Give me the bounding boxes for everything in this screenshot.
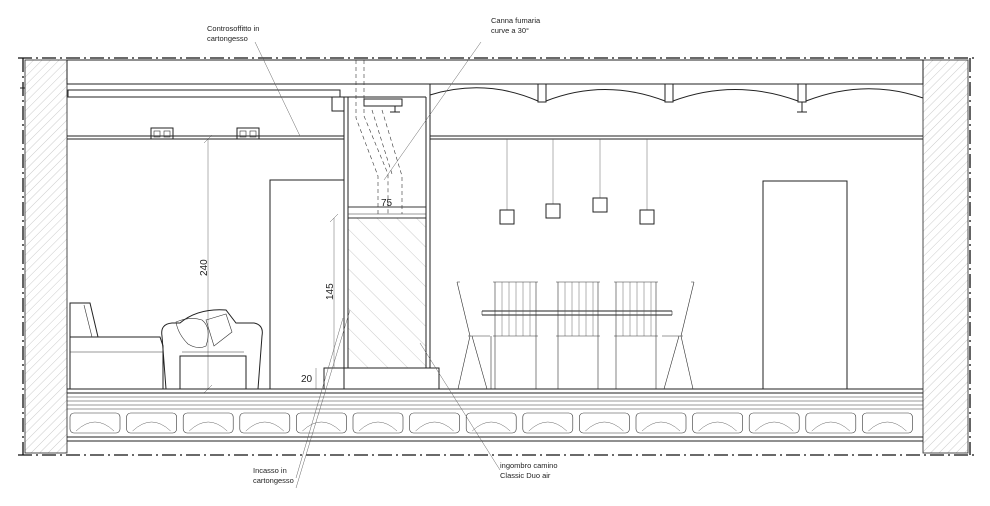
fireplace-label: ingombro camino Classic Duo air (500, 461, 558, 480)
dim-20: 20 (301, 374, 313, 385)
floor-block-arch (302, 421, 341, 432)
pendant-lamps (499, 139, 655, 225)
floor-block (69, 412, 121, 434)
dimension-base-20: 20 (301, 368, 317, 389)
floor-block-arch (585, 421, 624, 432)
spot-light-1 (150, 127, 174, 140)
boundary-lines (18, 57, 975, 456)
floor-block-arch (472, 421, 511, 432)
flue-pipe (355, 60, 403, 214)
floor-block-arch (132, 421, 171, 432)
flue-label: Canna fumaria curve a 30° (491, 16, 541, 35)
floor-block (409, 412, 460, 434)
dining-chairs (456, 281, 695, 390)
fireplace-label-line2: Classic Duo air (500, 471, 551, 480)
floor-block (352, 412, 404, 434)
floor-block-arch (358, 421, 398, 432)
floor-block (635, 412, 687, 434)
sofa (69, 302, 164, 389)
dining-table (481, 310, 673, 316)
floor-block-arch (415, 421, 454, 432)
flue-label-line2: curve a 30° (491, 26, 529, 35)
recess-label-line1: Incasso in (253, 466, 287, 475)
floor-block (182, 412, 234, 434)
dim-75: 75 (381, 198, 393, 209)
fireplace-box (323, 206, 440, 390)
floor-block-arch (811, 421, 850, 432)
dim-145: 145 (325, 283, 336, 300)
floor-block-arch (189, 421, 228, 432)
ceiling-label: Controsoffitto in cartongesso (207, 24, 259, 43)
recess-label: Incasso in cartongesso (253, 466, 294, 485)
armchair (161, 309, 263, 390)
fireplace-label-line1: ingombro camino (500, 461, 558, 470)
floor-block (465, 412, 517, 434)
floor-block (579, 412, 630, 434)
floor-block (862, 412, 913, 434)
flue-label-line1: Canna fumaria (491, 16, 541, 25)
dimension-width: 75 (348, 198, 426, 209)
floor-block-arch (698, 421, 737, 432)
floor-block (805, 412, 857, 434)
floor-block-arch (755, 421, 794, 432)
floor-block-arch (528, 421, 567, 432)
floor-block (692, 412, 743, 434)
ceiling-label-line2: cartongesso (207, 34, 248, 43)
floor-block (522, 412, 574, 434)
floor-block-arch (641, 421, 681, 432)
ceiling-label-line1: Controsoffitto in (207, 24, 259, 33)
dimension-height-145: 145 (325, 213, 339, 368)
spot-light-2 (236, 127, 260, 140)
right-wall (922, 59, 969, 454)
left-wall (20, 59, 68, 454)
recess-label-line2: cartongesso (253, 476, 294, 485)
floor-blocks (69, 412, 913, 434)
ceiling-vaults (429, 83, 924, 113)
floor-block (748, 412, 800, 434)
floor-block-arch (75, 421, 115, 432)
dim-240: 240 (199, 259, 210, 276)
floor-block-arch (868, 421, 907, 432)
right-door (762, 180, 848, 390)
floor-slab (67, 388, 923, 442)
leader-lines (254, 41, 501, 489)
upper-slab (66, 59, 924, 85)
floor-block (296, 412, 347, 434)
floor-block (126, 412, 177, 434)
dimension-height-240: 240 (199, 134, 213, 394)
false-ceiling (67, 89, 923, 140)
floor-block-arch (245, 421, 284, 432)
floor-block (239, 412, 291, 434)
